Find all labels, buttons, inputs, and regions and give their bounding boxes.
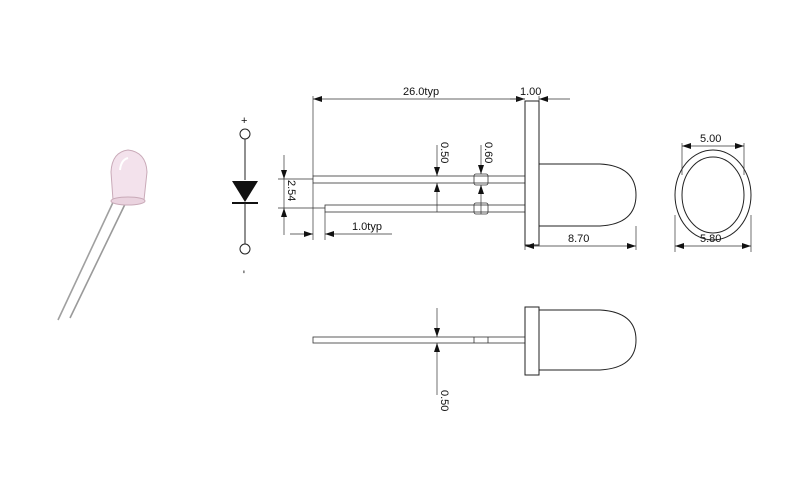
- top-view-outline: [312, 306, 637, 376]
- minus-sign: -: [238, 270, 250, 274]
- label-lead-width-bump: 0.60: [482, 142, 494, 163]
- side-view-outline: [312, 100, 637, 246]
- front-view-outline: [674, 149, 752, 241]
- dim-lead-thickness-bottom: 0.50: [434, 308, 450, 411]
- label-lead-thickness-bottom: 0.50: [438, 390, 450, 411]
- label-lead-offset: 1.0typ: [352, 221, 382, 233]
- diode-symbol: + -: [232, 115, 258, 274]
- led-photo: [57, 149, 148, 321]
- dim-lead-width-bump: 0.60: [478, 142, 494, 214]
- label-lead-spacing: 2.54: [285, 180, 297, 201]
- label-flange-diameter: 5.80: [700, 233, 721, 245]
- dim-flange-thickness: 1.00: [510, 86, 570, 102]
- plus-sign: +: [241, 115, 247, 127]
- dim-flange-diameter: 5.80: [674, 215, 752, 252]
- label-flange-thickness: 1.00: [520, 86, 541, 98]
- dim-lead-width-top: 0.50: [434, 142, 450, 212]
- label-lead-length: 26.0typ: [403, 86, 439, 98]
- dim-body-length: 8.70: [524, 226, 637, 250]
- dim-lead-spacing: 2.54: [278, 155, 325, 235]
- dim-lead-offset: 1.0typ: [290, 183, 392, 240]
- label-lens-diameter: 5.00: [700, 133, 721, 145]
- label-body-length: 8.70: [568, 233, 589, 245]
- dim-lens-diameter: 5.00: [681, 133, 745, 175]
- label-lead-width-top: 0.50: [438, 142, 450, 163]
